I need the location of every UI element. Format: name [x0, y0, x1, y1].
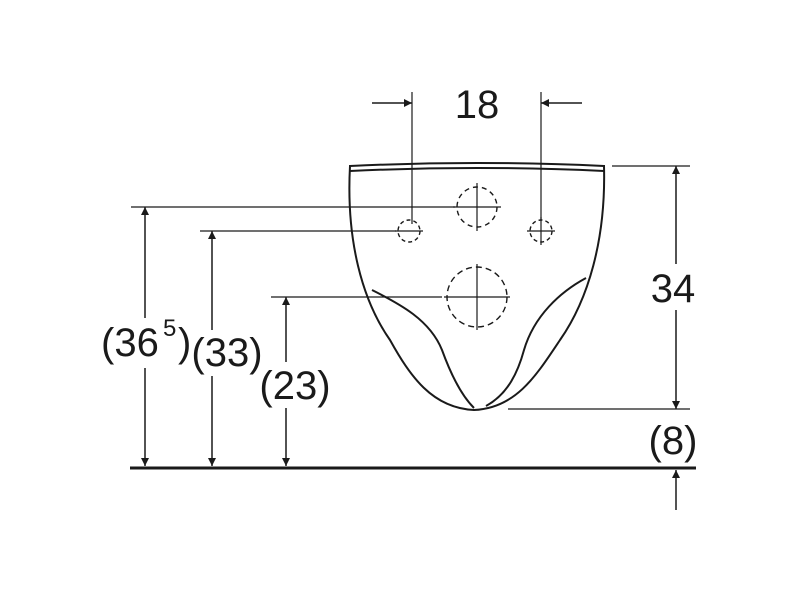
- label-left-outer-sup: 5: [163, 315, 176, 342]
- label-top-width: 18: [455, 83, 500, 127]
- label-floor-gap: (8): [649, 419, 698, 463]
- rim-top: [349, 167, 605, 172]
- mounting-holes: [397, 186, 553, 328]
- label-right-height: 34: [651, 267, 696, 311]
- label-left-inner: (23): [259, 364, 330, 408]
- inner-right-wing: [485, 277, 587, 407]
- hole-centerlines: [395, 183, 555, 330]
- label-left-outer-close: ): [178, 321, 191, 365]
- label-left-middle: (33): [191, 331, 262, 375]
- label-left-outer-main: (36: [101, 321, 159, 365]
- inner-left-wing: [371, 289, 475, 409]
